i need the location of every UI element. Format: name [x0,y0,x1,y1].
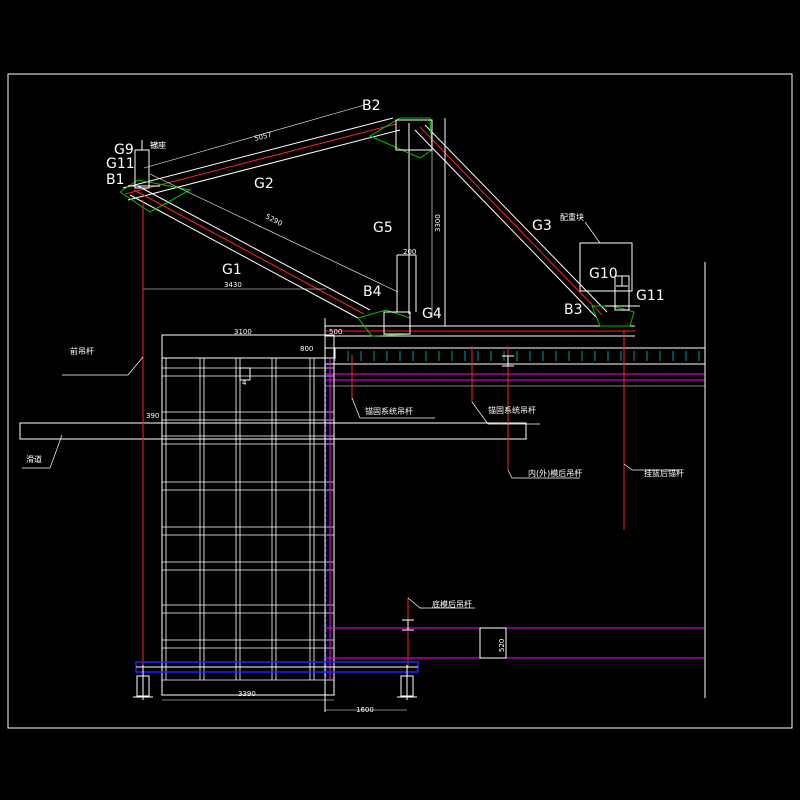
note-inner-outer-rear: 内(外)模后吊杆 [528,468,582,478]
label-g4: G4 [422,306,442,322]
note-counterweight: 配重块 [560,212,584,222]
label-g5: G5 [373,220,393,236]
label-g9: G9 [114,142,134,158]
node-b3 [591,305,635,327]
label-g3: G3 [532,218,552,234]
dim-text-rail-offset: 390 [146,412,159,420]
node-b2 [368,117,433,159]
ibeam-symbol-deck [502,355,514,367]
ibeam-symbol-bottom [402,619,414,631]
dim-text-top-chord: 5057 [253,131,272,143]
member-g5 [408,118,446,326]
note-anchor-rod-2: 锚固系统吊杆 [488,405,536,415]
dim-text-base-gap: 4 [242,379,247,387]
ibeam-symbol-g10 [616,275,628,287]
dim-text-base-width: 3390 [238,690,256,698]
dim-text-base-offset: 1600 [356,706,374,714]
label-g11-right: G11 [636,288,665,304]
hangers [135,200,705,673]
label-g10: G10 [589,266,618,282]
drawing-frame [7,73,793,729]
formwork [161,334,335,696]
formwork-grid [162,358,334,681]
member-g2 [122,117,401,201]
dim-text-platform-width: 3100 [234,328,252,336]
dim-text-front-span: 3430 [224,281,242,289]
deck-cells [334,351,700,361]
deck [324,262,706,712]
label-g1: G1 [222,262,242,278]
slideway-beam [19,422,527,440]
dim-text-diagonal: 5290 [264,213,284,228]
post-g9 [128,140,160,189]
dim-diagonal [149,173,399,293]
note-main-rear-anchor: 挂篮后锚杆 [644,468,684,478]
dim-text-g5-height: 3300 [434,214,442,232]
truss [119,103,640,337]
dim-text-bottom-height: 520 [498,639,506,652]
node-b4 [357,254,417,337]
label-g2: G2 [254,176,274,192]
node-b1 [119,179,192,213]
support-right [397,665,417,700]
leaders [22,142,680,609]
dim-text-g5-offset: 200 [403,248,416,256]
label-b1: B1 [106,172,125,188]
label-b4: B4 [363,284,382,300]
note-anchor-rod-1: 锚固系统吊杆 [365,406,413,416]
dim-top-chord [143,103,369,169]
label-b2: B2 [362,98,381,114]
note-slideway: 滑道 [26,454,42,464]
label-b3: B3 [564,302,583,318]
label-g11-left: G11 [106,156,135,172]
dim-text-deck-gap: 500 [329,328,342,336]
member-g1 [129,185,371,319]
dim-text-deck-step: 800 [300,345,313,353]
note-anchor: 锚座 [150,140,166,150]
member-g4 [325,325,635,337]
note-bottom-rear: 底模后吊杆 [432,599,472,609]
support-left [133,665,153,700]
note-front-hanger: 前吊杆 [70,346,94,356]
